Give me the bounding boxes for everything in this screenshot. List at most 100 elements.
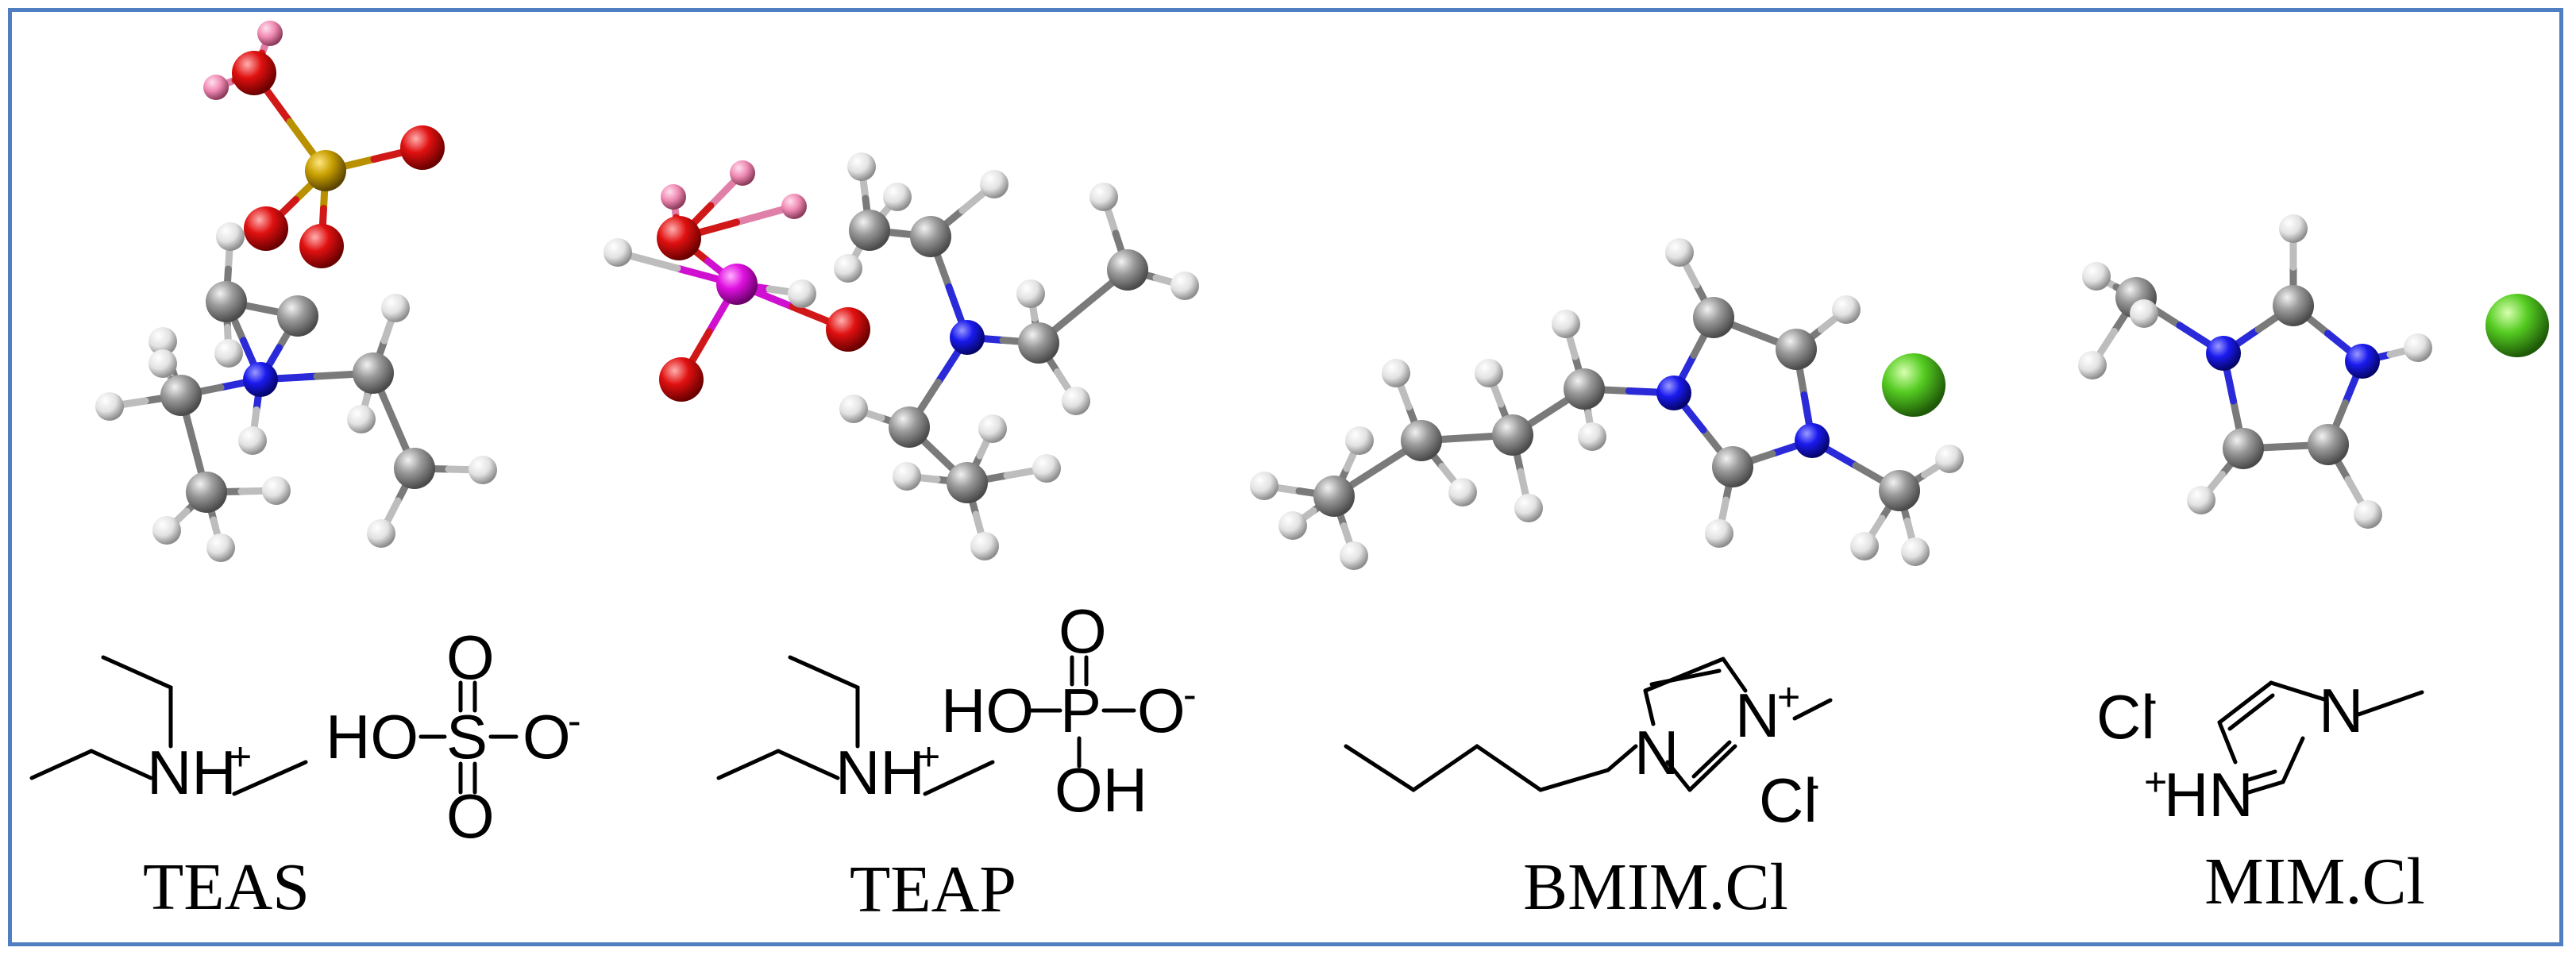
teap-atom-h: [1170, 272, 1199, 300]
bmim-cl-charge: -: [1807, 762, 1820, 807]
bmim-atom-h: [1448, 478, 1477, 506]
teas-atom-c: [206, 281, 247, 322]
teap-atom-ha: [661, 184, 686, 210]
teap-atom-h: [978, 414, 1007, 443]
teap-atom-h: [970, 532, 999, 560]
teas-atom-c: [277, 295, 318, 337]
teas-atom-c: [353, 352, 394, 394]
mim-n1-label: N: [2319, 676, 2363, 745]
teas-atom-h: [216, 222, 245, 251]
teas-atom-c: [394, 448, 435, 489]
teas-atom-h: [367, 519, 395, 548]
teas-3d-model: [95, 21, 497, 562]
teap-atom-o: [826, 307, 870, 352]
mim-atom-c: [2273, 285, 2314, 326]
teap-atom-n: [950, 320, 985, 355]
teap-anion-charge: -: [1183, 672, 1197, 717]
teas-atom-ha: [257, 21, 283, 46]
teas-atom-h: [206, 533, 235, 562]
mim-atom-cl: [2485, 294, 2549, 357]
teas-atom-ha: [203, 75, 229, 100]
teas-atom-o: [244, 206, 288, 251]
bmim-atom-h: [1578, 422, 1606, 451]
mim-bonds: [2217, 680, 2424, 795]
teas-o-right-label: O: [523, 702, 571, 772]
teas-o-top-label: O: [446, 622, 495, 692]
bmim-atom-c: [1693, 297, 1734, 338]
bmim-atom-h: [1665, 238, 1694, 267]
bmim-charge: +: [1777, 675, 1800, 719]
bmim-atom-c: [1712, 446, 1753, 487]
teap-atom-c: [1107, 249, 1148, 291]
bmim-atom-h: [1514, 494, 1543, 522]
mim-atom-h: [2187, 486, 2215, 514]
teap-atom-c: [910, 216, 951, 257]
caption-teap: TEAP: [850, 853, 1016, 926]
bmim-3d-model: [1250, 238, 1964, 570]
teap-cation-bonds: [716, 655, 995, 796]
bmim-atom-h: [1345, 426, 1374, 455]
mim-atom-n: [2345, 344, 2380, 379]
teas-atom-h: [347, 405, 376, 433]
teap-atom-h: [893, 462, 921, 491]
teas-atom-n: [243, 362, 278, 397]
bmim-atom-c: [1313, 476, 1355, 517]
bmim-atom-h: [1935, 445, 1964, 473]
teas-atom-s: [305, 150, 346, 191]
teap-o-top-label: O: [1059, 596, 1107, 666]
teap-anion-bonds: [1028, 655, 1136, 768]
bmim-atom-c: [1564, 368, 1605, 410]
bmim-n1-label: N: [1634, 718, 1679, 788]
teas-atom-h: [148, 327, 177, 356]
bmim-atom-h: [1475, 359, 1503, 387]
teap-atom-ha: [781, 194, 807, 219]
mim-atom-h: [2279, 214, 2308, 243]
caption-mim-cl: MIM.Cl: [2204, 845, 2425, 919]
mim-atom-c: [2223, 428, 2264, 469]
mim-atom-c: [2308, 424, 2349, 465]
teas-atom-o: [400, 125, 445, 170]
teap-atom-o: [657, 216, 701, 260]
teap-ho-label: HO: [941, 676, 1034, 745]
teap-3d-model: [604, 152, 1199, 560]
mim-atom-h: [2354, 500, 2382, 529]
teap-atom-c: [947, 462, 988, 503]
teas-atom-h: [95, 392, 124, 421]
bmim-atom-c: [1879, 470, 1920, 511]
teas-atom-h: [148, 349, 177, 378]
teas-atom-o: [299, 224, 344, 268]
bmim-atom-n: [1795, 423, 1830, 458]
bmim-atom-c: [1776, 329, 1817, 370]
teas-atom-h: [262, 476, 291, 505]
bmim-bonds: [1344, 657, 1833, 793]
teas-ho-label: HO: [326, 702, 418, 772]
teap-p-label: P: [1060, 676, 1101, 745]
bmim-atom-n: [1656, 376, 1691, 410]
teap-atom-h: [980, 170, 1008, 198]
mim-atom-h: [2130, 299, 2158, 328]
teap-atom-h: [847, 152, 876, 181]
mim-cl-label: Cl: [2096, 682, 2155, 752]
mim-atom-n: [2206, 336, 2241, 371]
teap-atom-o: [659, 357, 704, 402]
teas-atom-h: [469, 456, 497, 484]
bmim-atom-h: [1850, 532, 1879, 560]
teas-atom-h: [381, 294, 410, 322]
teas-atom-h: [238, 426, 267, 455]
bmim-atom-h: [1340, 541, 1368, 570]
bmim-atom-h: [1705, 519, 1733, 548]
teap-atom-c: [849, 210, 890, 251]
bmim-atom-h: [1382, 359, 1410, 387]
teas-atom-h: [152, 516, 181, 545]
teap-atom-h: [788, 279, 816, 308]
bmim-atom-h: [1901, 537, 1930, 566]
caption-teas: TEAS: [143, 850, 310, 924]
mim-atom-h: [2082, 262, 2111, 291]
teap-atom-h: [839, 395, 868, 423]
teas-atom-h: [214, 339, 243, 368]
mim-hn-label: HN: [2164, 760, 2254, 830]
bmim-cl-label: Cl: [1759, 765, 1818, 835]
teap-atom-ha: [730, 160, 755, 186]
bmim-atom-c: [1492, 414, 1533, 456]
teas-o-bottom-label: O: [446, 781, 495, 851]
